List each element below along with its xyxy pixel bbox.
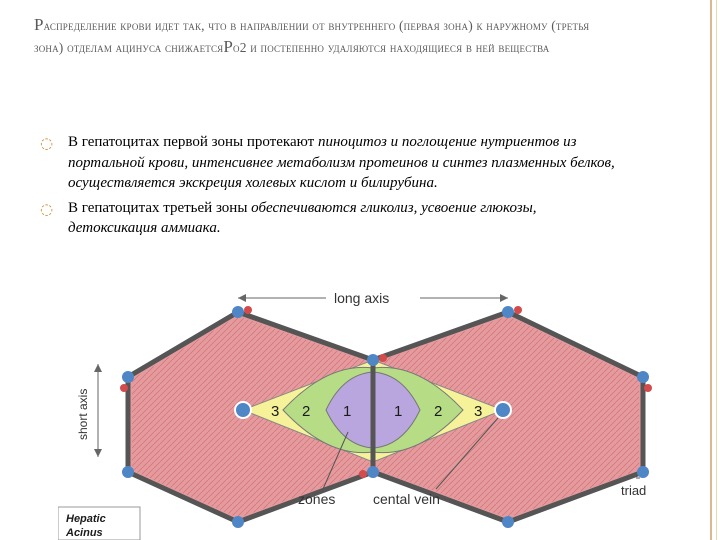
bullet-text: В гепатоцитах третьей зоны: [68, 199, 252, 216]
slide-title: Распределение крови идет так, что в напр…: [34, 14, 594, 58]
bullet-text-italic: обеспечиваются гликолиз, усвоение глюкоз…: [68, 199, 537, 237]
inset-line1: Hepatic: [66, 513, 106, 525]
central-vein-right-icon: [494, 401, 512, 419]
bullet-icon: ◌: [40, 134, 54, 152]
zone-number-left-3: 3: [271, 403, 279, 420]
hepatic-acinus-inset: [58, 506, 141, 540]
zone-number-right-3: 3: [474, 403, 482, 420]
title-po2-initial: P: [223, 37, 234, 56]
central-vein-left-icon: [234, 401, 252, 419]
zone-number-left-2: 2: [302, 403, 310, 420]
long-axis-arrow-left-icon: [238, 294, 246, 302]
central-vein-pointer: [435, 417, 499, 490]
title-text-end: o2 и постепенно удаляются находящиеся в …: [233, 40, 550, 55]
left-lobule-texture: [132, 316, 369, 518]
bullet-icon: ◌: [40, 199, 54, 218]
slide-frame-line-thin: [716, 0, 717, 540]
long-axis-arrow-right-icon: [500, 294, 508, 302]
bullet-list: ◌ В гепатоцитах первой зоны протекают пи…: [40, 132, 615, 243]
bullet-text-italic: пиноцитоз и поглощение нутриентов из пор…: [68, 134, 615, 191]
bullet-item-zone1: ◌ В гепатоцитах первой зоны протекают пи…: [40, 132, 615, 194]
central-vein-label: cental vein: [373, 491, 440, 507]
title-text: аспределение крови идет так, что в напра…: [34, 18, 590, 55]
short-axis-arrow-down-icon: [94, 449, 102, 457]
short-axis-label: short axis: [76, 389, 90, 440]
bullet-text: В гепатоцитах первой зоны протекают: [68, 134, 318, 150]
triad-markers: [120, 306, 652, 528]
zones-pointer: [322, 431, 349, 490]
zone-number-right-1: 1: [394, 403, 402, 420]
zone-number-left-1: 1: [343, 403, 351, 420]
inset-line2: Acinus: [65, 527, 103, 539]
title-initial: Р: [34, 15, 44, 34]
triad-label: triad: [621, 483, 646, 498]
slide-frame-line: [710, 0, 712, 540]
short-axis-arrow-up-icon: [94, 364, 102, 372]
bullet-item-zone3: ◌ В гепатоцитах третьей зоны обеспечиваю…: [40, 198, 615, 239]
zone-number-right-2: 2: [434, 403, 442, 420]
zones-label: zones: [298, 491, 335, 507]
long-axis-label: long axis: [334, 290, 389, 306]
hepatic-acinus-diagram: 3 2 1 1 2 3 long axis short axis zones c…: [58, 290, 652, 540]
